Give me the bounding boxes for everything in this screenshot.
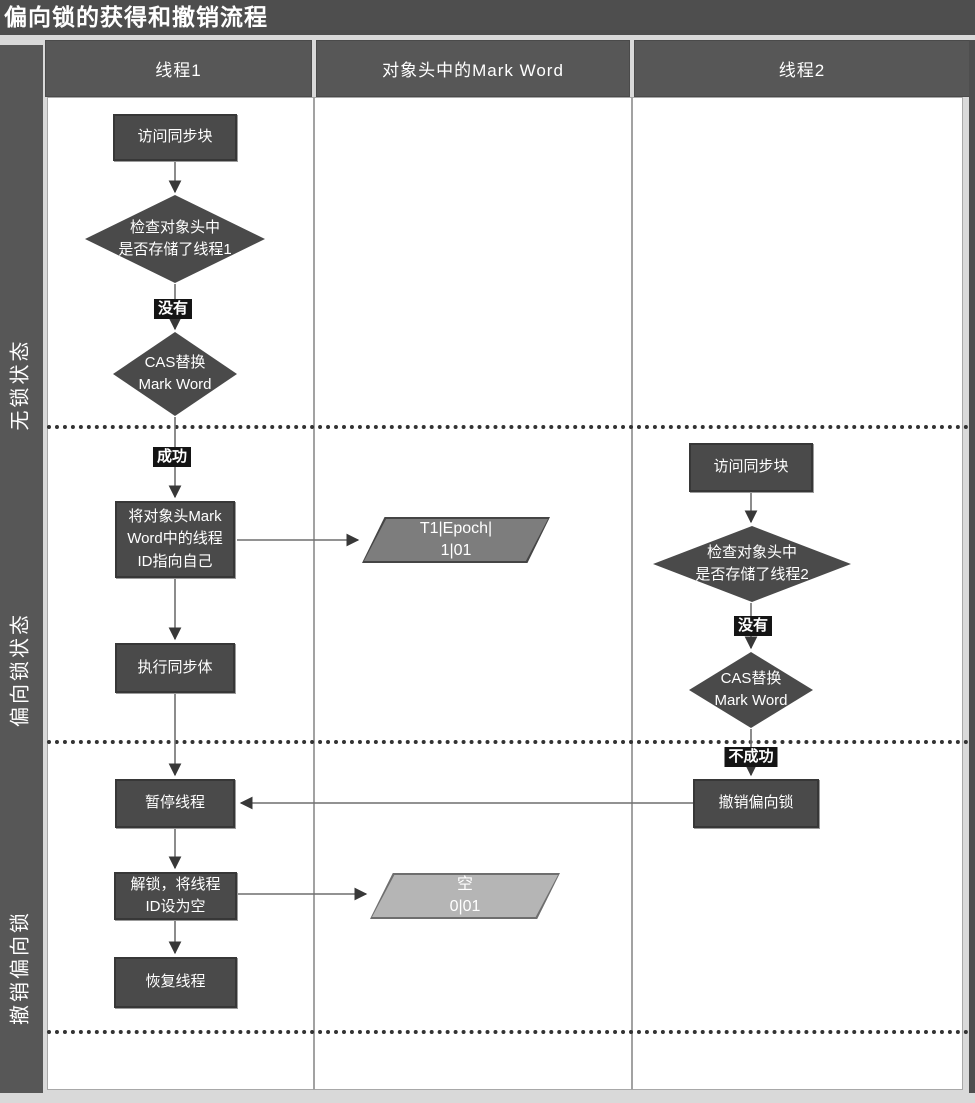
lane-header-markword-label: 对象头中的Mark Word xyxy=(382,61,564,80)
node-t1-set-thread-id: 将对象头Mark Word中的线程 ID指向自己 xyxy=(115,501,235,578)
node-markword-empty-record-text: 空 0|01 xyxy=(372,875,558,917)
phase-sidebar xyxy=(0,45,43,1093)
node-markword-biased-record-text: T1|Epoch| 1|01 xyxy=(364,519,548,561)
edge-label-t2-fail: 不成功 xyxy=(724,747,778,767)
lane-separator-1 xyxy=(313,97,315,1090)
node-markword-empty-record: 空 0|01 xyxy=(370,873,560,919)
node-t1-resume-thread: 恢复线程 xyxy=(114,957,237,1008)
diagram-title: 偏向锁的获得和撤销流程 xyxy=(0,0,975,35)
edge-label-t2-no: 没有 xyxy=(733,616,773,636)
phase-divider-3 xyxy=(47,1030,969,1034)
node-t1-access-sync-block: 访问同步块 xyxy=(113,114,237,161)
right-edge-bar xyxy=(969,40,975,1093)
phase-divider-2 xyxy=(47,740,969,744)
lane-header-thread1: 线程1 xyxy=(45,40,312,97)
edge-label-t1-success: 成功 xyxy=(152,447,192,467)
lane-header-thread2-label: 线程2 xyxy=(778,61,826,80)
node-t2-revoke-biased-lock: 撤销偏向锁 xyxy=(693,779,819,828)
node-t1-pause-thread: 暂停线程 xyxy=(115,779,235,828)
phase-divider-1 xyxy=(47,425,969,429)
phase-label-nolock: 无锁状态 xyxy=(9,338,32,431)
phase-label-biased: 偏向锁状态 xyxy=(9,612,32,727)
node-markword-biased-record: T1|Epoch| 1|01 xyxy=(362,517,550,563)
lane-header-thread1-label: 线程1 xyxy=(155,61,202,80)
node-t1-execute-sync-body: 执行同步体 xyxy=(115,643,235,693)
node-t1-unlock-clear-id: 解锁，将线程 ID设为空 xyxy=(114,872,237,920)
lane-header-markword: 对象头中的Mark Word xyxy=(316,40,630,97)
lane-header-thread2: 线程2 xyxy=(634,40,970,97)
edge-label-t1-no: 没有 xyxy=(153,299,193,319)
node-t2-access-sync-block: 访问同步块 xyxy=(689,443,813,492)
lane-separator-2 xyxy=(631,97,633,1090)
phase-label-revoke: 撤销偏向锁 xyxy=(9,910,32,1025)
